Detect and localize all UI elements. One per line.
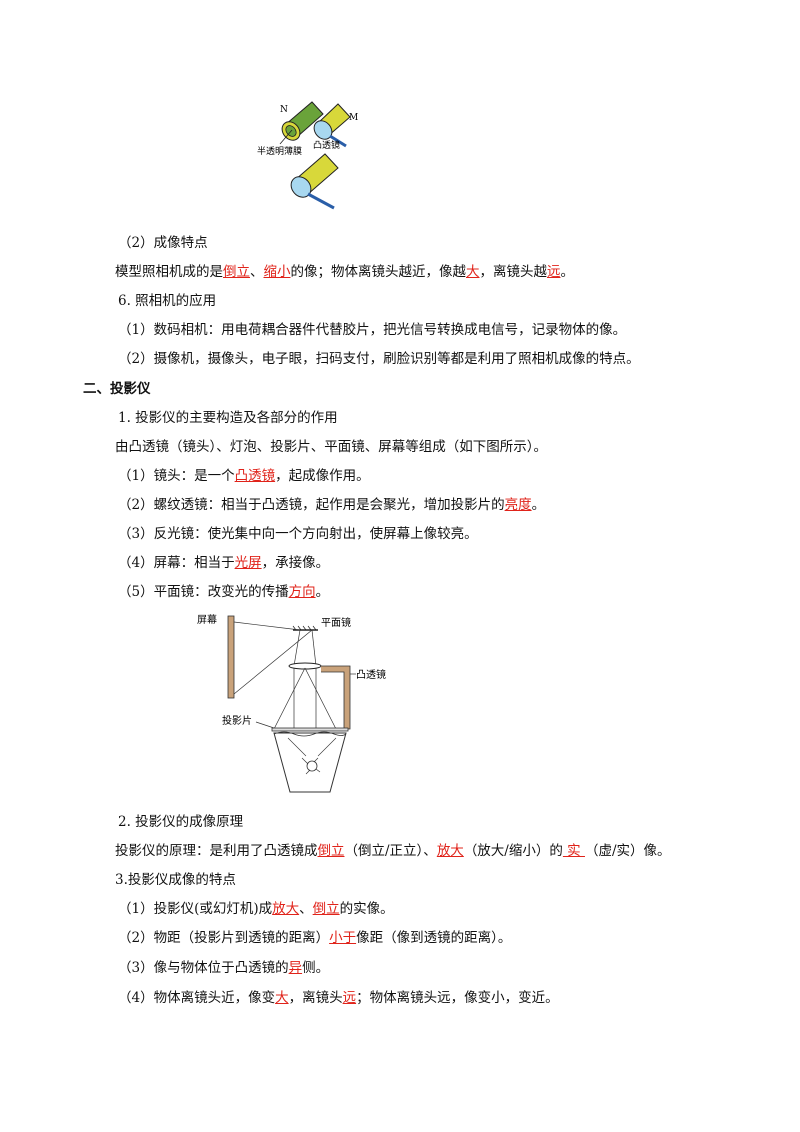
answer-blank: 亮度 bbox=[504, 497, 532, 513]
camera-app-item-2: （2）摄像机，摄像头，电子眼，扫码支付，刷脸识别等都是利用了照相机成像的特点。 bbox=[118, 351, 640, 367]
camera-app-item-1: （1）数码相机：用电荷耦合器件代替胶片，把光信号转换成电信号，记录物体的像。 bbox=[118, 322, 627, 338]
projector-section-title: 二、投影仪 bbox=[83, 381, 151, 397]
projector-item-5: （5）平面镜：改变光的传播方向。 bbox=[118, 584, 330, 600]
answer-blank: 小于 bbox=[329, 930, 357, 946]
projector-item-1: （1）镜头：是一个凸透镜，起成像作用。 bbox=[118, 468, 370, 484]
answer-blank: 放大 bbox=[436, 843, 464, 859]
principle-paragraph: 投影仪的原理：是利用了凸透镜成倒立（倒立/正立）、放大（放大/缩小）的 实 （虚… bbox=[115, 843, 671, 859]
label-mirror: 平面镜 bbox=[321, 616, 351, 629]
label-lens: 凸透镜 bbox=[356, 668, 386, 681]
principle-sub2: 2. 投影仪的成像原理 bbox=[118, 814, 244, 830]
screen-shape bbox=[227, 615, 235, 699]
projector-item-3: （3）反光镜：使光集中向一个方向射出，使屏幕上像较亮。 bbox=[118, 526, 478, 542]
right-tube bbox=[313, 103, 351, 148]
label-slide: 投影片 bbox=[222, 714, 252, 727]
combined-tube bbox=[290, 153, 339, 210]
imaging-paragraph: 模型照相机成的是倒立、缩小的像；物体离镜头越近，像越大，离镜头越远。 bbox=[115, 264, 574, 280]
label-membrane: 半透明薄膜 bbox=[257, 145, 302, 157]
answer-blank: 光屏 bbox=[234, 555, 262, 571]
feature-1: （1）投影仪(或幻灯机)成放大、倒立的实像。 bbox=[118, 901, 394, 917]
answer-blank: 凸透镜 bbox=[234, 468, 276, 484]
imaging-heading: （2）成像特点 bbox=[118, 235, 208, 251]
answer-blank: 大 bbox=[466, 264, 480, 280]
answer-blank: 倒立 bbox=[312, 901, 340, 917]
answer-blank: 远 bbox=[342, 990, 357, 1006]
answer-blank: 异 bbox=[288, 960, 303, 976]
answer-blank: 方向 bbox=[288, 584, 316, 600]
label-n: N bbox=[280, 105, 288, 115]
answer-blank: 大 bbox=[275, 990, 289, 1006]
projector-item-4: （4）屏幕：相当于光屏，承接像。 bbox=[118, 555, 330, 571]
answer-blank: 倒立 bbox=[223, 264, 250, 280]
label-m: M bbox=[349, 113, 358, 123]
slide-shape bbox=[271, 727, 349, 732]
answer-blank: 缩小 bbox=[263, 264, 291, 280]
label-screen: 屏幕 bbox=[197, 613, 217, 626]
answer-blank: 远 bbox=[547, 264, 561, 280]
feature-3: （3）像与物体位于凸透镜的异侧。 bbox=[118, 960, 330, 976]
feature-4: （4）物体离镜头近，像变大，离镜头远；物体离镜头远，像变小，变近。 bbox=[118, 990, 559, 1006]
camera-model-figure: N M 半透明薄膜 凸透镜 bbox=[257, 101, 358, 210]
camera-app-heading: 6. 照相机的应用 bbox=[118, 293, 217, 309]
features-sub3: 3.投影仪成像的特点 bbox=[115, 872, 236, 888]
answer-blank: 倒立 bbox=[317, 843, 345, 859]
projector-intro: 由凸透镜（镜头）、灯泡、投影片、平面镜、屏幕等组成（如下图所示）。 bbox=[115, 439, 547, 455]
answer-blank: 实 bbox=[562, 843, 585, 859]
feature-2: （2）物距（投影片到透镜的距离）小于像距（像到透镜的距离）。 bbox=[118, 930, 512, 946]
answer-blank: 放大 bbox=[272, 901, 300, 917]
projector-diagram: 屏幕 平面镜 凸透镜 投影片 bbox=[197, 613, 386, 793]
projector-item-2: （2）螺纹透镜：相当于凸透镜，起作用是会聚光，增加投影片的亮度。 bbox=[118, 497, 546, 513]
projector-sub1: 1. 投影仪的主要构造及各部分的作用 bbox=[118, 410, 338, 426]
label-lens: 凸透镜 bbox=[313, 139, 340, 151]
lamp-housing-shape bbox=[273, 731, 347, 793]
